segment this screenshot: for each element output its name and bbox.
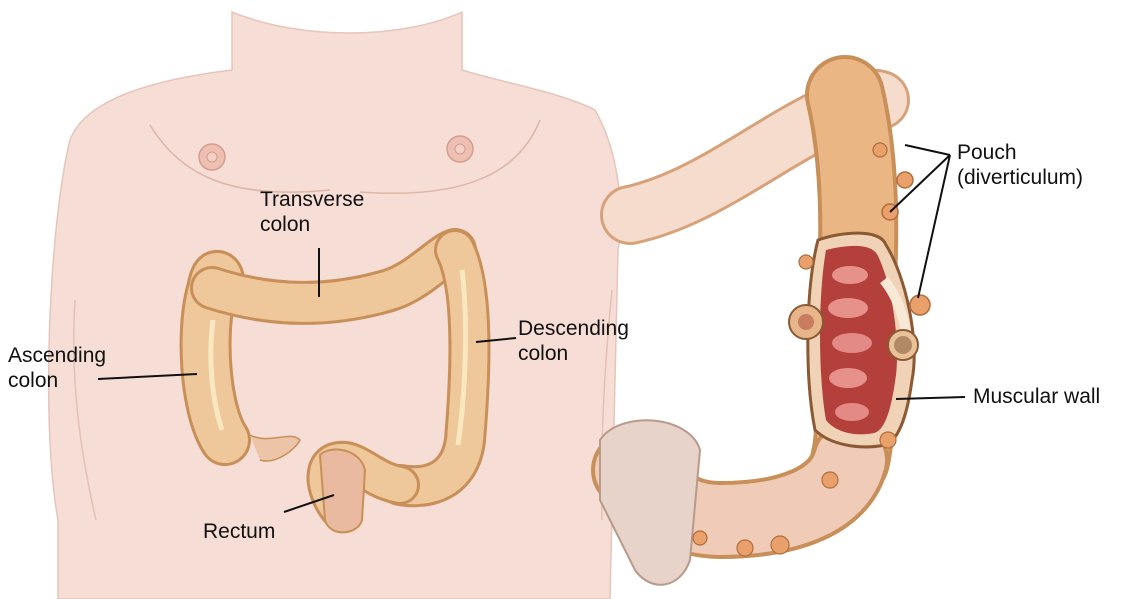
rectum-label: Rectum: [203, 519, 275, 544]
rectum-label-text: Rectum: [203, 519, 275, 544]
transverse-colon-label: Transverse colon: [260, 187, 364, 237]
descending-colon-label-line1: Descending: [518, 316, 629, 341]
ascending-colon-label-line2: colon: [8, 368, 106, 393]
diverticulum-pouch: [910, 295, 930, 315]
muscular-wall-label-text: Muscular wall: [973, 384, 1100, 409]
pouch-label: Pouch (diverticulum): [957, 140, 1083, 190]
rectum-shape: [320, 450, 365, 533]
pouch-leader-3: [918, 155, 950, 298]
descending-colon-label: Descending colon: [518, 316, 629, 366]
pouch-label-line2: (diverticulum): [957, 165, 1083, 190]
pouch-label-line1: Pouch: [957, 140, 1083, 165]
diverticulum-pouch: [897, 172, 913, 188]
descending-colon-label-line2: colon: [518, 341, 629, 366]
colon-right-detail: [600, 95, 930, 585]
transverse-colon-label-line2: colon: [260, 212, 364, 237]
ascending-colon-label: Ascending colon: [8, 343, 106, 393]
ascending-colon-label-line1: Ascending: [8, 343, 106, 368]
muscular-wall-label: Muscular wall: [973, 384, 1100, 409]
rectum-detail: [600, 420, 700, 584]
transverse-colon-label-line1: Transverse: [260, 187, 364, 212]
pouch-leader-1: [905, 145, 950, 155]
nipple-left: [199, 144, 225, 170]
nipple-right: [447, 136, 473, 162]
